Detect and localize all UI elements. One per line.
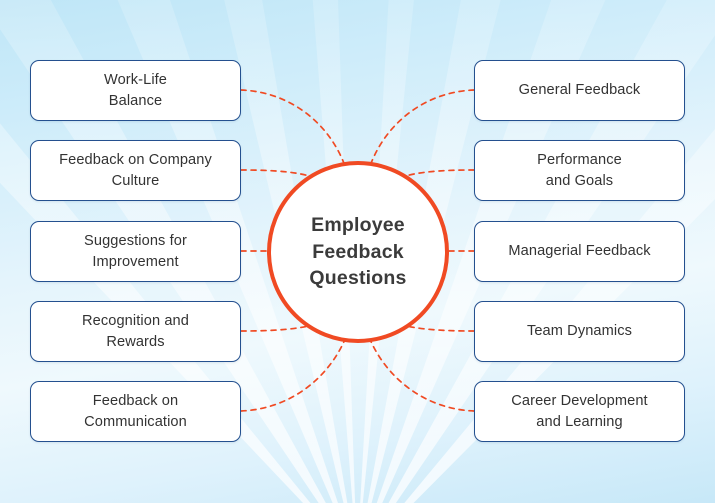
node-label: Managerial Feedback	[508, 243, 651, 260]
connector-right-2	[399, 169, 475, 179]
node-recognition-and-rewards[interactable]: Recognition and Rewards	[30, 301, 241, 362]
node-career-development-and-learning[interactable]: Career Development and Learning	[474, 381, 685, 442]
node-label: Feedback on Communication	[84, 392, 187, 430]
node-managerial-feedback[interactable]: Managerial Feedback	[474, 221, 685, 282]
central-hub-label: Employee Feedback Questions	[309, 214, 407, 290]
connector-left-5	[240, 336, 347, 412]
node-label: General Feedback	[518, 82, 641, 99]
connector-right-5	[368, 336, 475, 412]
node-performance-and-goals[interactable]: Performance and Goals	[474, 140, 685, 201]
node-label: Team Dynamics	[526, 323, 633, 340]
node-work-life-balance[interactable]: Work-Life Balance	[30, 60, 241, 121]
node-general-feedback[interactable]: General Feedback	[474, 60, 685, 121]
node-label: Work-Life Balance	[103, 71, 168, 109]
connector-left-1	[240, 89, 346, 167]
node-label: Recognition and Rewards	[82, 312, 189, 350]
node-label: Suggestions for Improvement	[84, 232, 187, 270]
central-hub-node: Employee Feedback Questions	[267, 161, 449, 343]
connector-right-1	[369, 89, 475, 167]
node-suggestions-for-improvement[interactable]: Suggestions for Improvement	[30, 221, 241, 282]
node-label: Career Development and Learning	[511, 392, 648, 430]
node-label: Feedback on Company Culture	[59, 151, 212, 189]
node-label: Performance and Goals	[537, 151, 622, 189]
node-feedback-on-company-culture[interactable]: Feedback on Company Culture	[30, 140, 241, 201]
node-team-dynamics[interactable]: Team Dynamics	[474, 301, 685, 362]
node-feedback-on-communication[interactable]: Feedback on Communication	[30, 381, 241, 442]
connector-left-2	[240, 169, 316, 179]
